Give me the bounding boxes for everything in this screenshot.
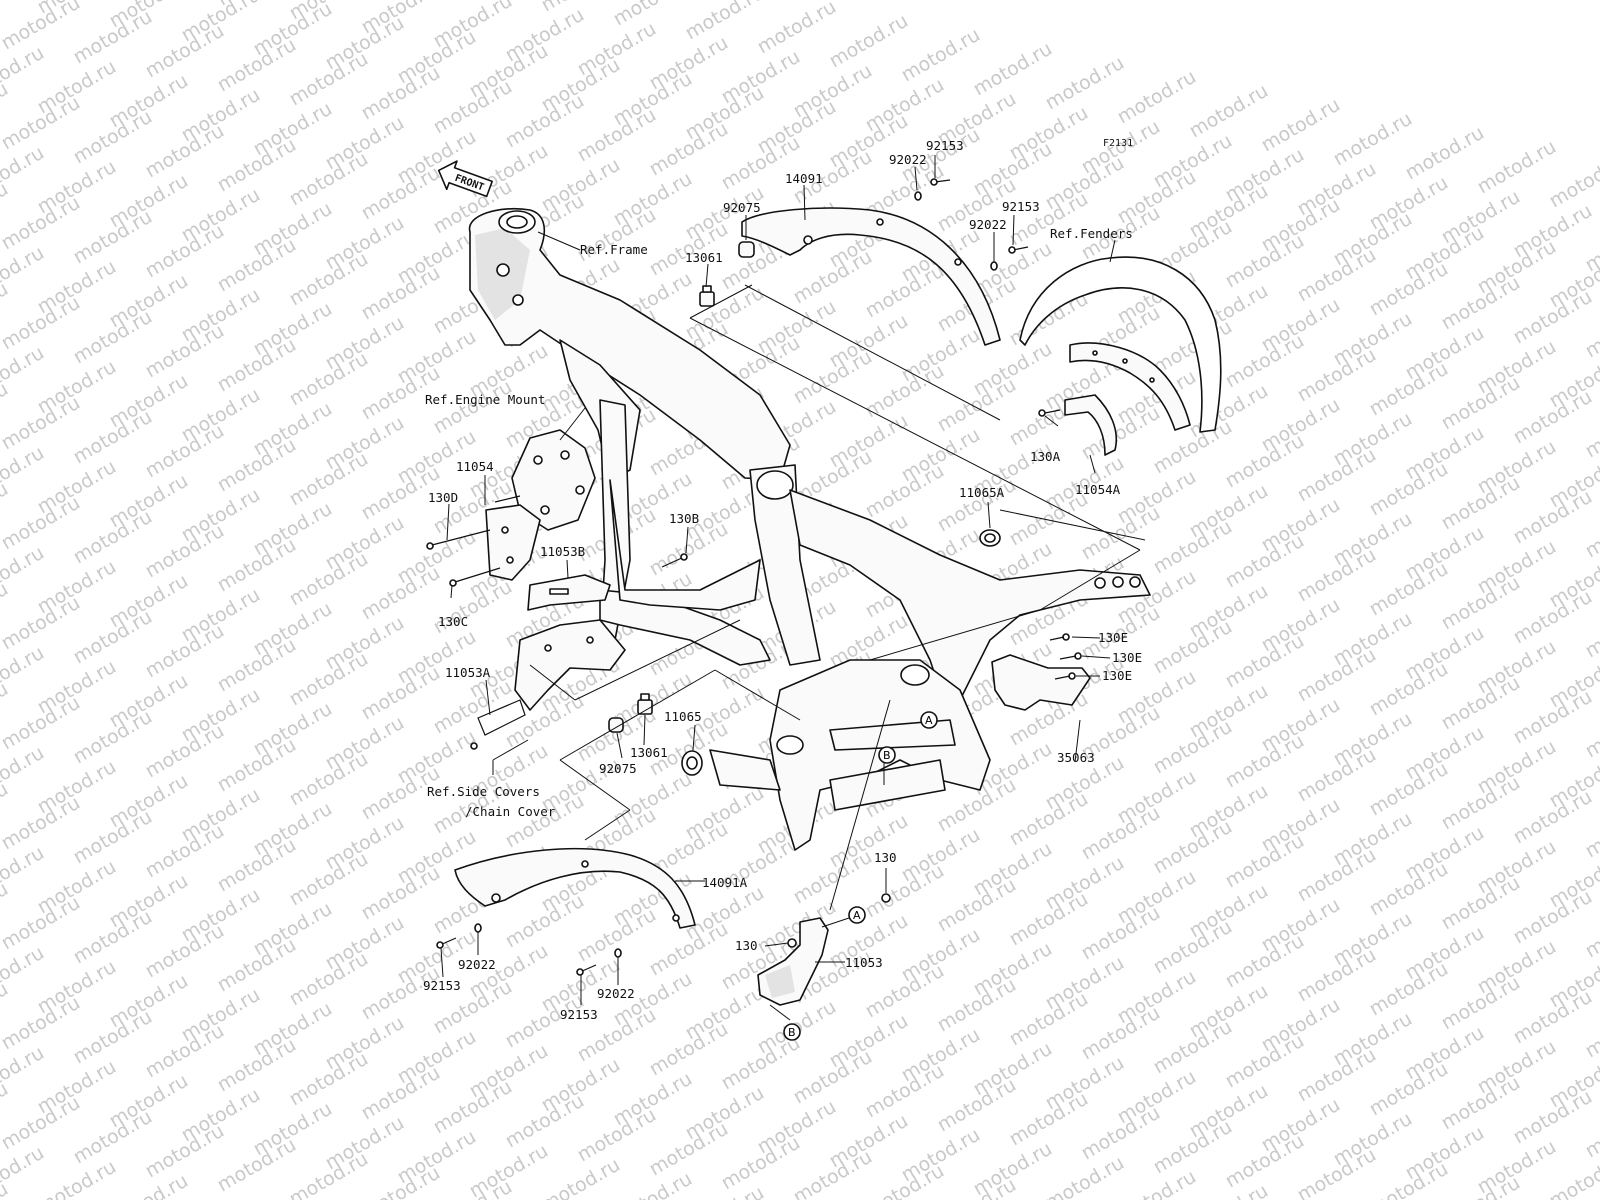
marker-b-bracket: B — [788, 1026, 796, 1039]
engine-mount-plate — [485, 429, 596, 581]
label-130E-3: 130E — [1102, 668, 1132, 683]
label-92075-a: 92075 — [723, 200, 761, 215]
watermark-text: motod.ru — [898, 24, 984, 87]
nut-13061-top — [699, 285, 715, 307]
diagram-code: F2131 — [1103, 138, 1133, 149]
label-ref-frame: Ref.Frame — [580, 242, 648, 257]
bracket-11053B — [527, 574, 611, 611]
label-92022-c: 92022 — [458, 957, 496, 972]
label-130C: 130C — [438, 614, 468, 629]
label-92022-b: 92022 — [969, 217, 1007, 232]
label-92153-d: 92153 — [560, 1007, 598, 1022]
marker-a-frame: A — [925, 714, 933, 727]
label-35063: 35063 — [1057, 750, 1095, 765]
collar-92075-top — [738, 241, 755, 258]
label-130B: 130B — [669, 511, 699, 526]
label-130A: 130A — [1030, 449, 1061, 464]
label-ref-engine-mount: Ref.Engine Mount — [425, 392, 545, 407]
grommet-11065A — [979, 529, 1001, 547]
marker-a-bracket: A — [853, 909, 861, 922]
part-labels: Ref.Frame Ref.Engine Mount Ref.Fenders R… — [423, 138, 1142, 1022]
leader-lines — [440, 155, 1146, 1021]
label-130E-1: 130E — [1098, 630, 1128, 645]
bracket-11054A — [1064, 394, 1118, 456]
label-130E-2: 130E — [1112, 650, 1142, 665]
watermark-text: motod.ru — [1114, 66, 1200, 129]
watermark-text: motod.ru — [1330, 108, 1416, 171]
collar-92075-bottom — [608, 717, 624, 733]
label-13061-a: 13061 — [685, 250, 723, 265]
watermark-text: motod.ru — [754, 0, 840, 58]
watermark-text: motod.ru — [1042, 52, 1128, 115]
label-14091A: 14091A — [702, 875, 748, 890]
front-arrow-icon: FRONT — [437, 160, 493, 198]
label-11065A: 11065A — [959, 485, 1005, 500]
label-11053A: 11053A — [445, 665, 491, 680]
watermark-text: motod.ru — [1474, 136, 1560, 199]
main-frame — [468, 207, 1151, 851]
bracket-11053A — [477, 619, 626, 736]
fender-strut-14091A — [454, 847, 696, 929]
label-13061-b: 13061 — [630, 745, 668, 760]
label-130-b: 130 — [735, 938, 758, 953]
watermark-text: motod.ru — [1402, 122, 1488, 185]
bolts — [426, 178, 1082, 976]
reference-markers: A B A B — [783, 711, 938, 1041]
label-92153-b: 92153 — [1002, 199, 1040, 214]
label-92153-a: 92153 — [926, 138, 964, 153]
watermark-text: motod.ru — [826, 10, 912, 73]
rear-fender — [1019, 256, 1222, 433]
watermark-text: motod.ru — [1186, 80, 1272, 143]
label-92075-b: 92075 — [599, 761, 637, 776]
label-130D: 130D — [428, 490, 458, 505]
label-130-a: 130 — [874, 850, 897, 865]
label-11054: 11054 — [456, 459, 494, 474]
label-ref-fenders: Ref.Fenders — [1050, 226, 1133, 241]
label-chain-cover: /Chain Cover — [465, 804, 556, 819]
watermark-text: motod.ru — [970, 38, 1056, 101]
marker-b-frame: B — [883, 749, 891, 762]
label-ref-side-covers: Ref.Side Covers — [427, 784, 540, 799]
bracket-11053 — [757, 917, 829, 1006]
label-11053B: 11053B — [540, 544, 585, 559]
grommet-11065 — [681, 750, 703, 776]
nut-13061-bottom — [637, 693, 653, 715]
label-92022-a: 92022 — [889, 152, 927, 167]
label-92022-d: 92022 — [597, 986, 635, 1001]
label-11054A: 11054A — [1075, 482, 1121, 497]
watermark-text: motod.ru — [1546, 150, 1600, 213]
fender-strut-14091 — [741, 207, 1001, 346]
label-92153-c: 92153 — [423, 978, 461, 993]
label-11065: 11065 — [664, 709, 702, 724]
label-14091: 14091 — [785, 171, 823, 186]
watermark-text: motod.ru — [0, 1178, 12, 1200]
bracket-35063 — [991, 654, 1091, 711]
watermark-text: motod.ru — [1258, 94, 1344, 157]
label-11053: 11053 — [845, 955, 883, 970]
